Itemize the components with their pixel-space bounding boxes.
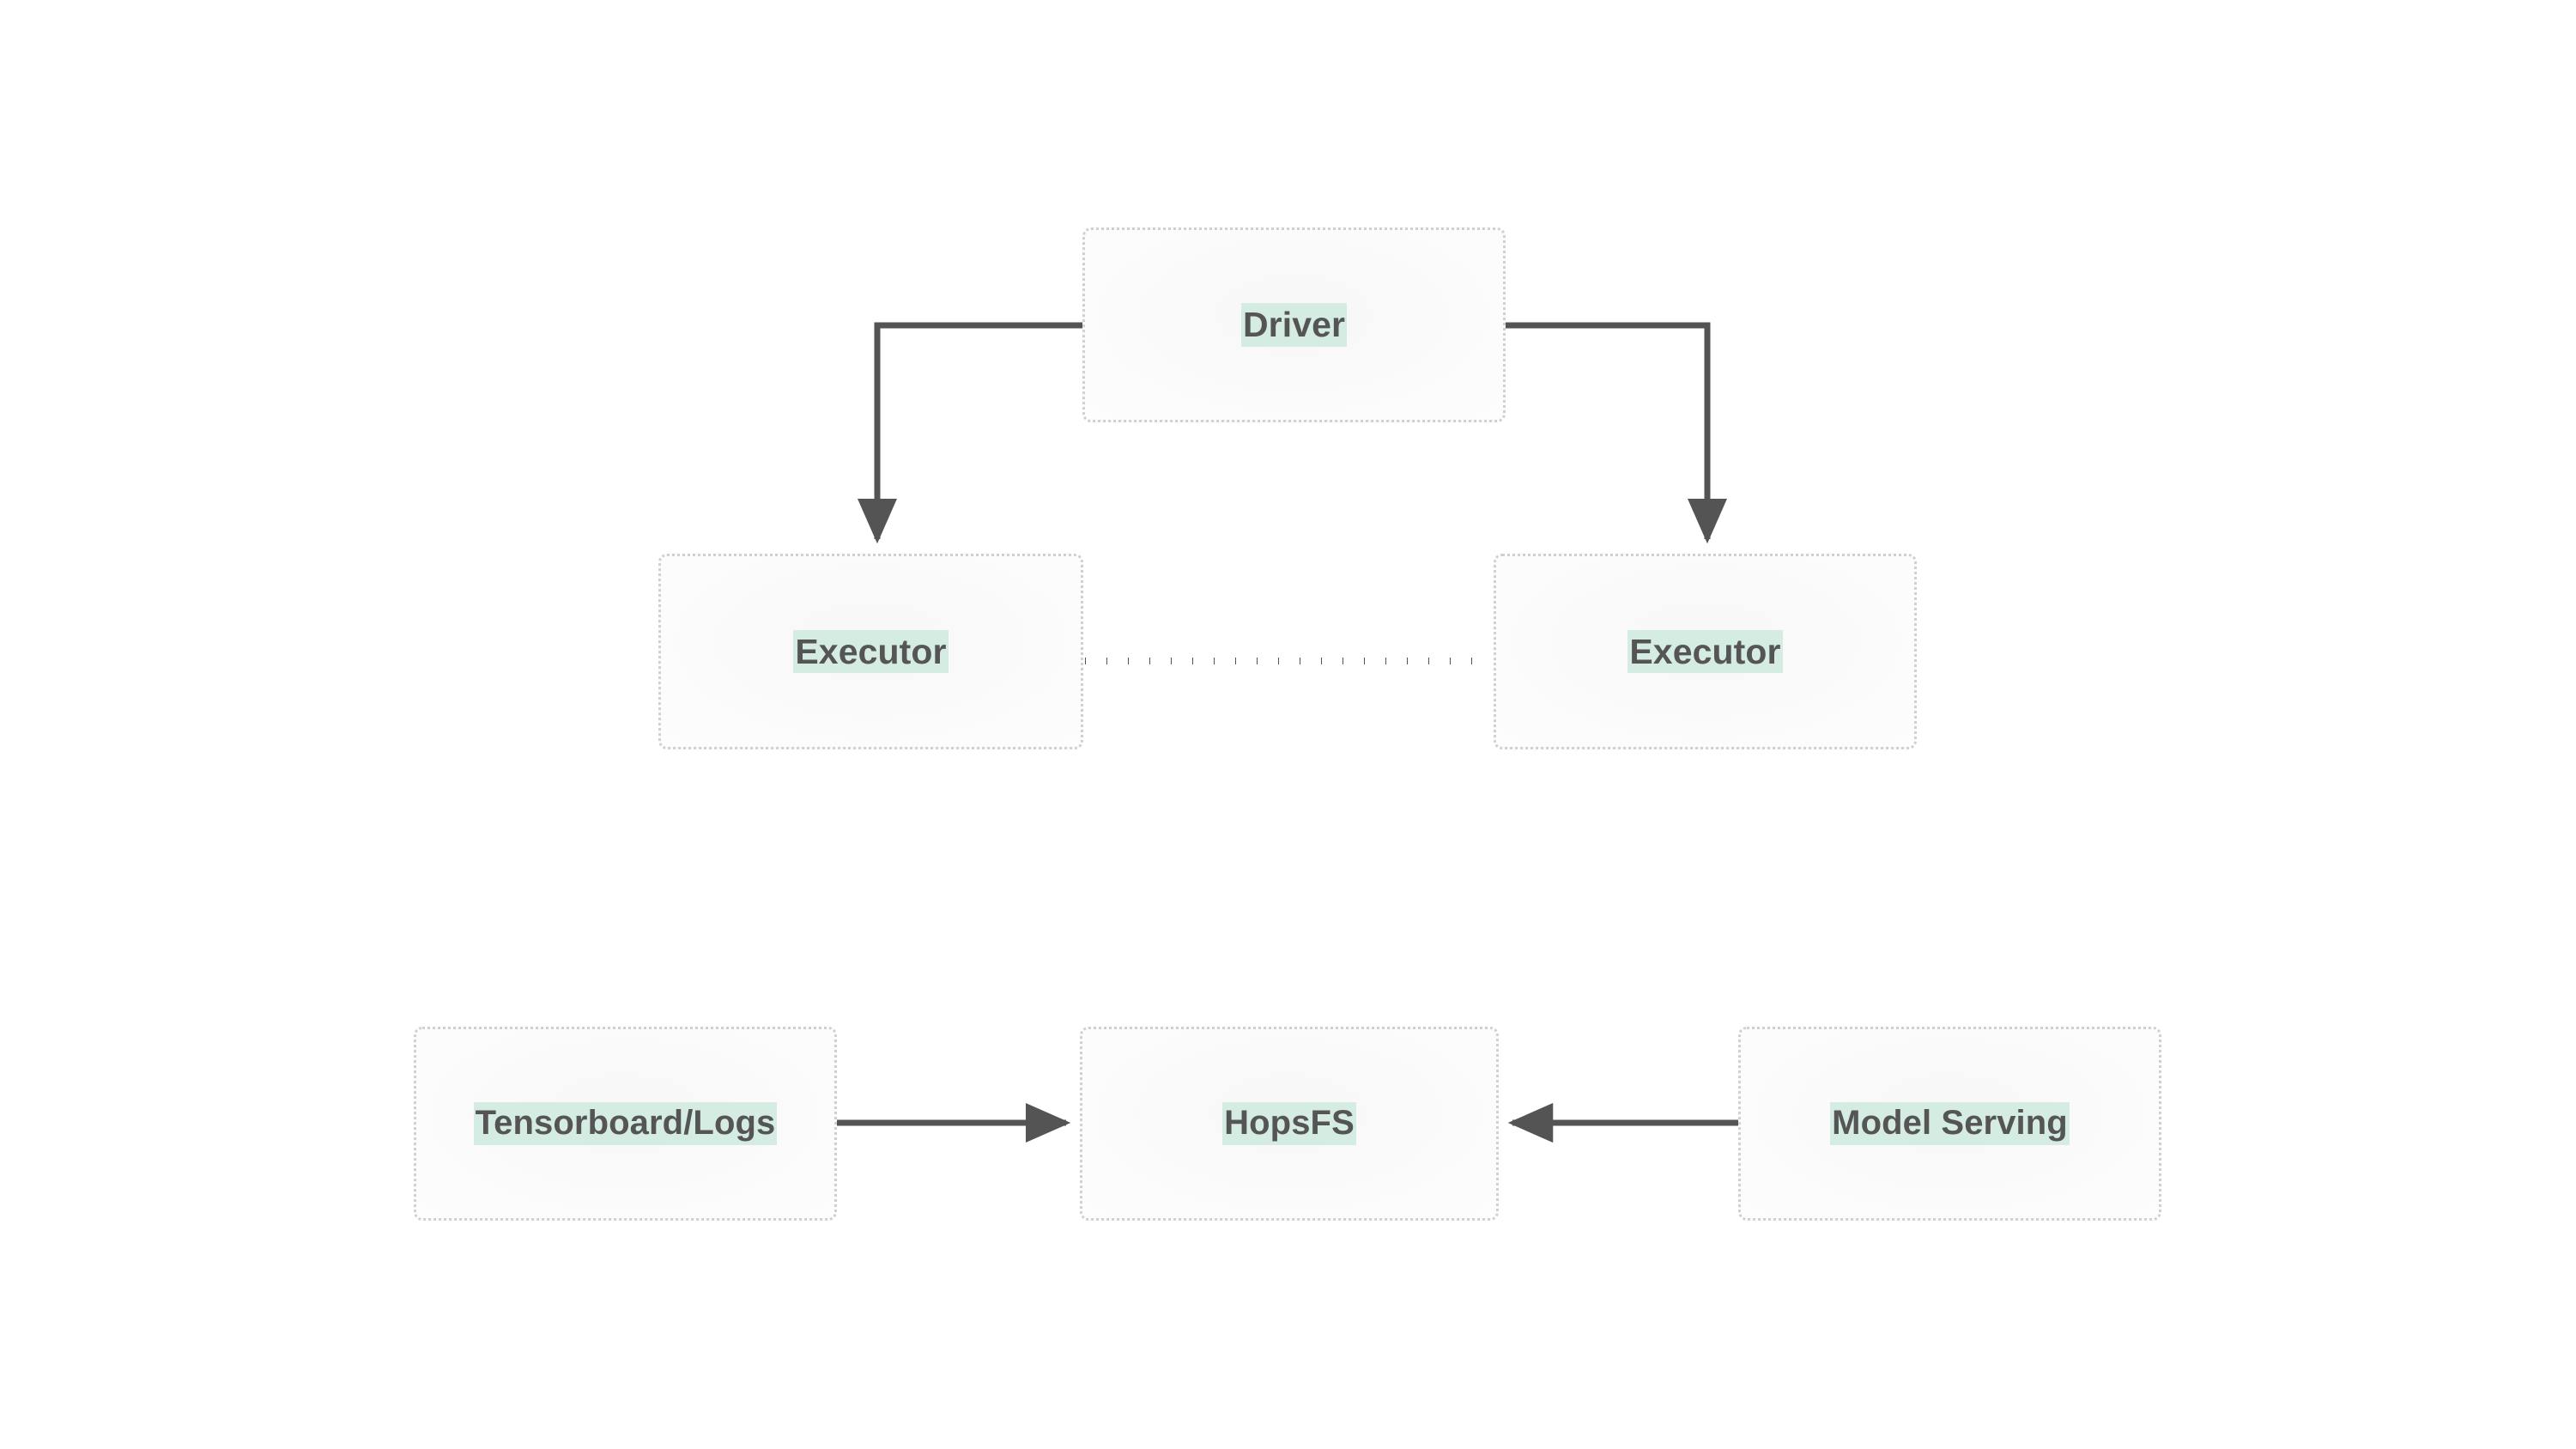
node-model-serving-label: Model Serving	[1830, 1102, 2070, 1145]
node-model-serving[interactable]: Model Serving	[1738, 1027, 2161, 1221]
node-tensorboard-logs[interactable]: Tensorboard/Logs	[414, 1027, 837, 1221]
node-executor-right-label: Executor	[1627, 629, 1783, 674]
node-executor-left-label: Executor	[793, 629, 949, 674]
node-driver-label: Driver	[1240, 303, 1348, 347]
node-executor-left[interactable]: Executor	[658, 554, 1083, 749]
node-tensorboard-logs-label: Tensorboard/Logs	[473, 1102, 778, 1145]
edge-driver-to-executor-left	[857, 322, 1082, 544]
node-hopsfs-label: HopsFS	[1222, 1102, 1356, 1145]
node-driver[interactable]: Driver	[1082, 227, 1506, 422]
node-hopsfs[interactable]: HopsFS	[1080, 1027, 1499, 1221]
node-executor-right[interactable]: Executor	[1494, 554, 1917, 749]
edge-driver-to-executor-right	[1506, 322, 1728, 544]
